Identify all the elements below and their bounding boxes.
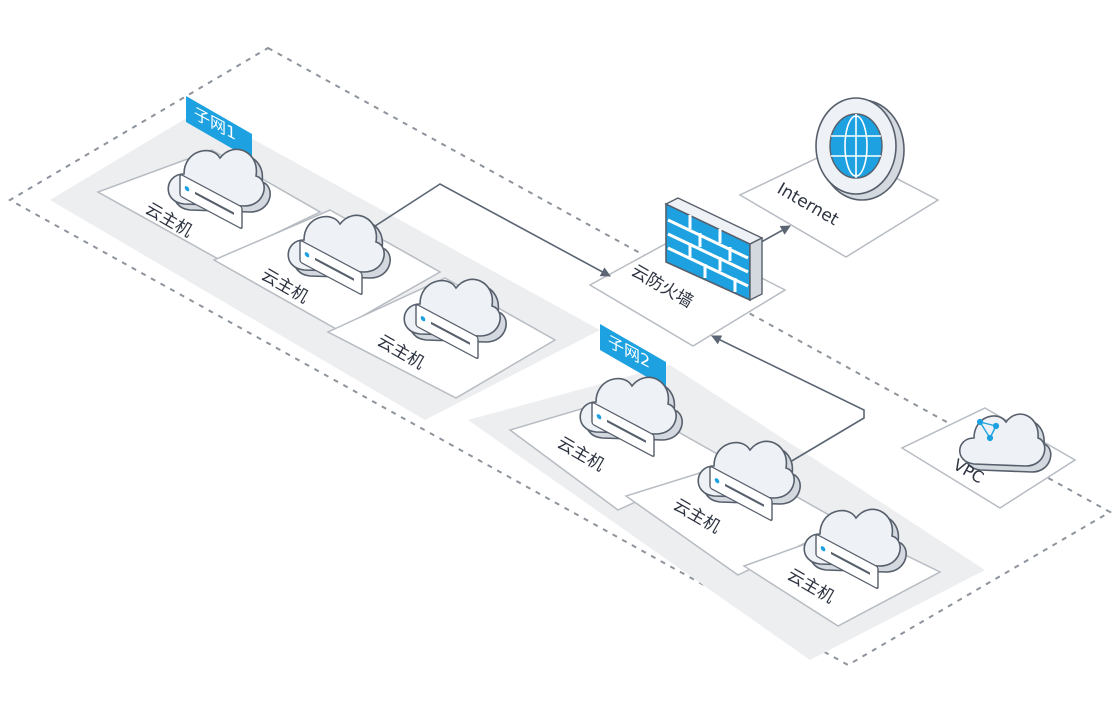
subnet-2-tag-label: 子网2 xyxy=(608,332,650,373)
vpc-cloud-icon xyxy=(958,413,1052,473)
firewall-icon xyxy=(664,197,764,302)
subnet-1-to-firewall-connector xyxy=(371,183,611,277)
host-tile xyxy=(624,461,847,576)
subnet-2-to-firewall-connector xyxy=(711,335,865,463)
globe-icon xyxy=(815,97,905,201)
vpc-boundary xyxy=(7,46,1113,667)
